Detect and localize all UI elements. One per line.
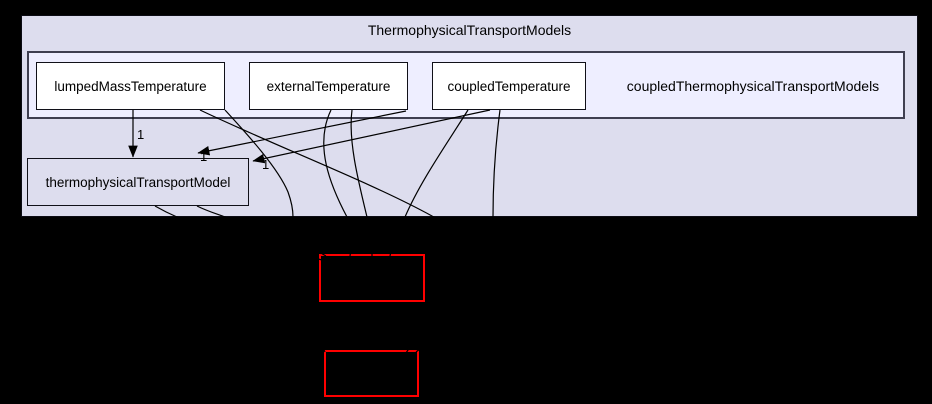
node-externalTemperature[interactable]: externalTemperature [249, 62, 408, 110]
edge-label-lumpedMass[interactable]: 1 [137, 127, 145, 142]
inner-cluster-label[interactable]: coupledThermophysicalTransportModels [626, 78, 880, 94]
external-dependency-node-1[interactable] [319, 254, 425, 302]
node-lumpedMassTemperature[interactable]: lumpedMassTemperature [36, 62, 225, 110]
edge-transportModel-to-external-2 [196, 205, 326, 353]
edge-label-externalTemperature[interactable]: 1 [200, 149, 208, 164]
external-dependency-node-2[interactable] [324, 350, 419, 397]
outer-cluster-label[interactable]: ThermophysicalTransportModels [367, 22, 572, 38]
node-coupledTemperature[interactable]: coupledTemperature [432, 62, 586, 110]
edge-label-coupledTemperature[interactable]: 1 [262, 157, 270, 172]
node-thermophysicalTransportModel[interactable]: thermophysicalTransportModel [27, 158, 249, 206]
